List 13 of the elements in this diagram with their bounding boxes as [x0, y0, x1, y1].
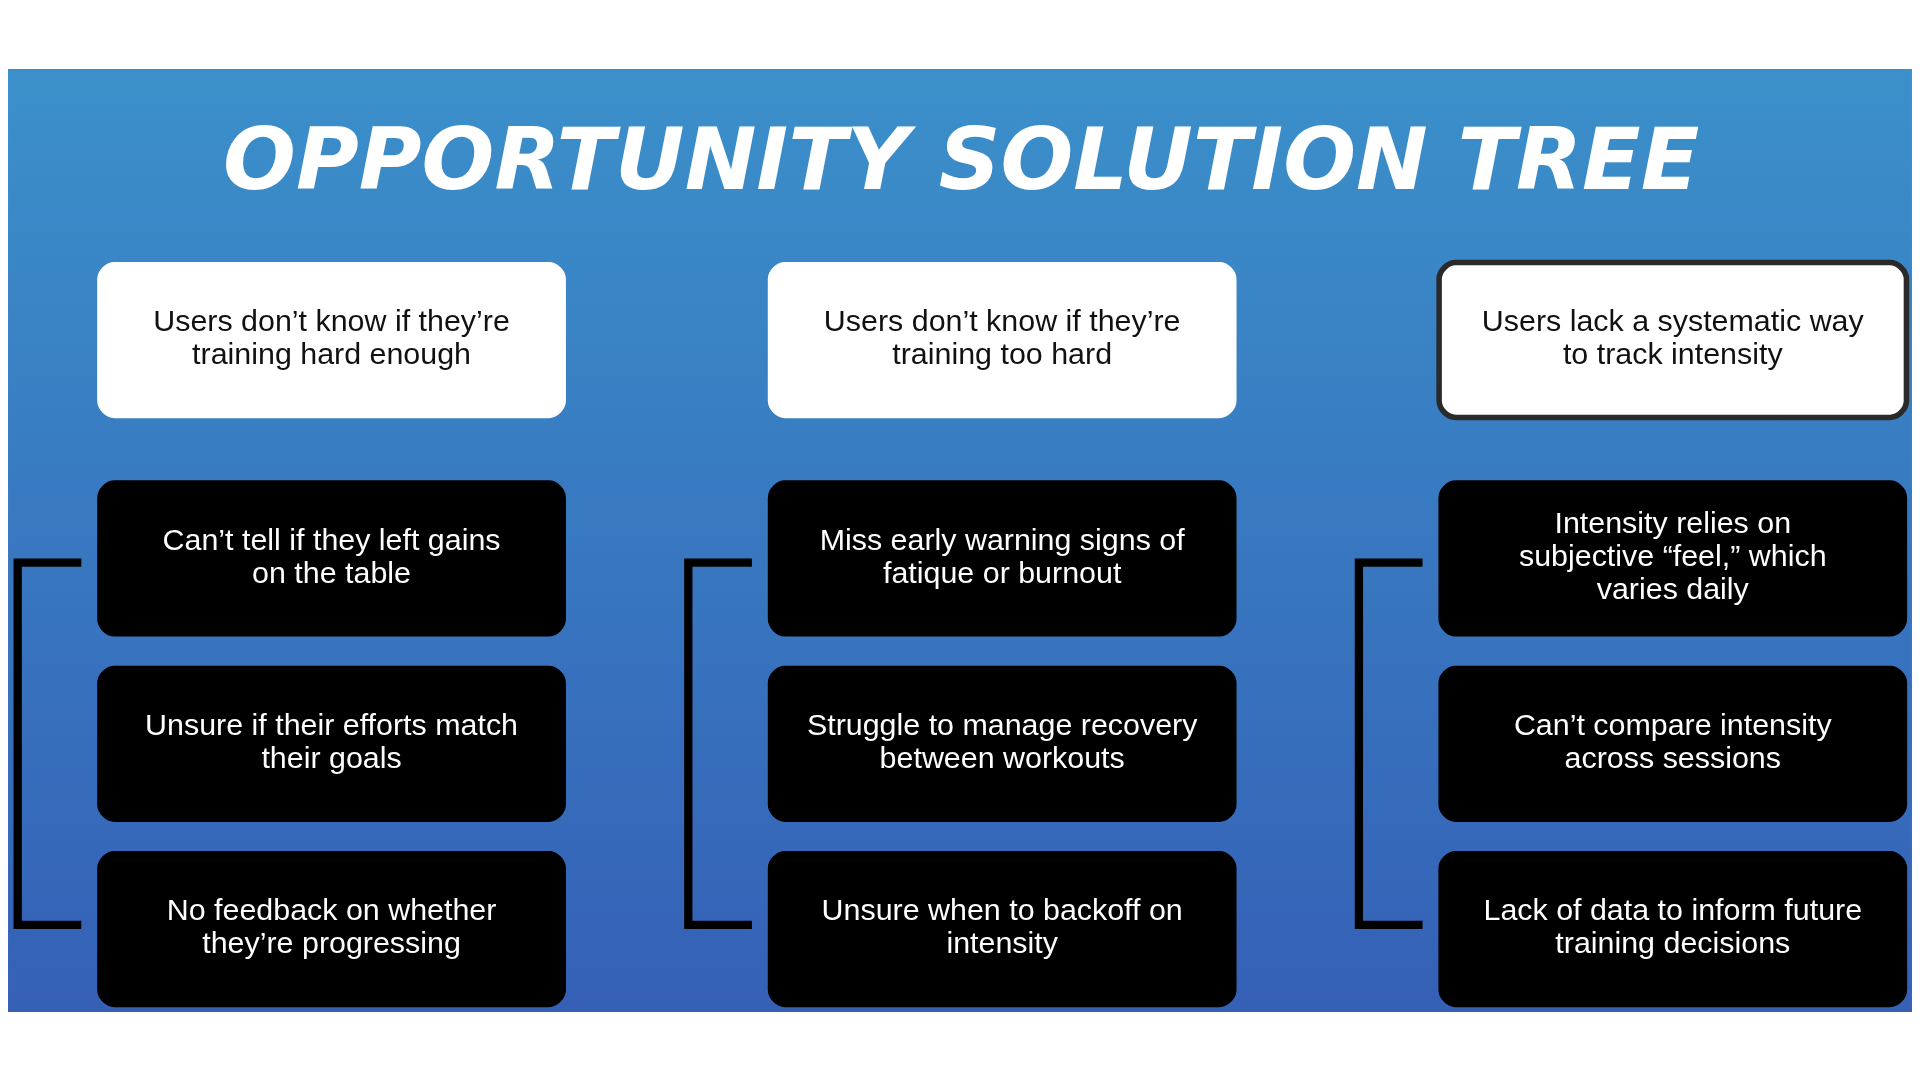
diagram-title: OPPORTUNITY SOLUTION TREE: [223, 108, 1700, 209]
node-box: No feedback on whether they’re progressing: [97, 850, 566, 1007]
node-box: Can’t tell if they left gains on the table: [97, 479, 566, 637]
node-box: Users don’t know if they’re training hard enough: [97, 261, 566, 418]
node-box: Lack of data to inform future training decisions: [1438, 850, 1908, 1007]
node-box: Unsure when to backoff on intensity: [767, 850, 1237, 1007]
node-box: Can’t compare intensity across sessions: [1438, 665, 1908, 822]
node-box: Miss early warning signs of fatique or burnout: [767, 479, 1237, 637]
node-box: Users lack a systematic way to track intensity: [1436, 259, 1910, 420]
node-box: Unsure if their efforts match their goals: [97, 665, 566, 822]
node-box: Struggle to manage recovery between workouts: [767, 665, 1237, 822]
node-box: Intensity relies on subjective “feel,” which varies daily: [1438, 479, 1908, 637]
node-box: Users don’t know if they’re training too hard: [767, 261, 1237, 418]
